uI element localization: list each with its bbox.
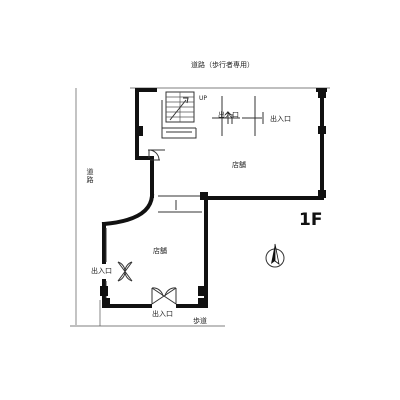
stairs-up-label: UP bbox=[199, 95, 208, 102]
upper-entrance-markers bbox=[224, 111, 264, 124]
entrance-lower-bottom-label: 出入口 bbox=[152, 310, 173, 318]
structural-columns bbox=[100, 90, 326, 306]
entrance-upper-left-label: 出入口 bbox=[218, 111, 239, 119]
sidewalk-label: 歩道 bbox=[193, 317, 207, 325]
exterior-walls bbox=[101, 88, 327, 308]
left-road-label: 道路 bbox=[86, 168, 94, 184]
top-road-label: 道路（歩行者専用） bbox=[191, 61, 254, 69]
site-boundary-lines bbox=[70, 87, 330, 327]
north-arrow-icon bbox=[265, 243, 285, 268]
shop-lower-label: 店舗 bbox=[153, 247, 167, 255]
floor-label: 1F bbox=[299, 210, 323, 230]
staircase-icon bbox=[165, 91, 195, 123]
double-door-icon bbox=[151, 287, 177, 305]
entrance-upper-right-label: 出入口 bbox=[270, 115, 291, 123]
double-door-icon bbox=[117, 261, 133, 282]
shop-upper-label: 店舗 bbox=[232, 161, 246, 169]
entrance-lower-left-label: 出入口 bbox=[91, 267, 112, 275]
swing-door-icon bbox=[148, 149, 160, 161]
